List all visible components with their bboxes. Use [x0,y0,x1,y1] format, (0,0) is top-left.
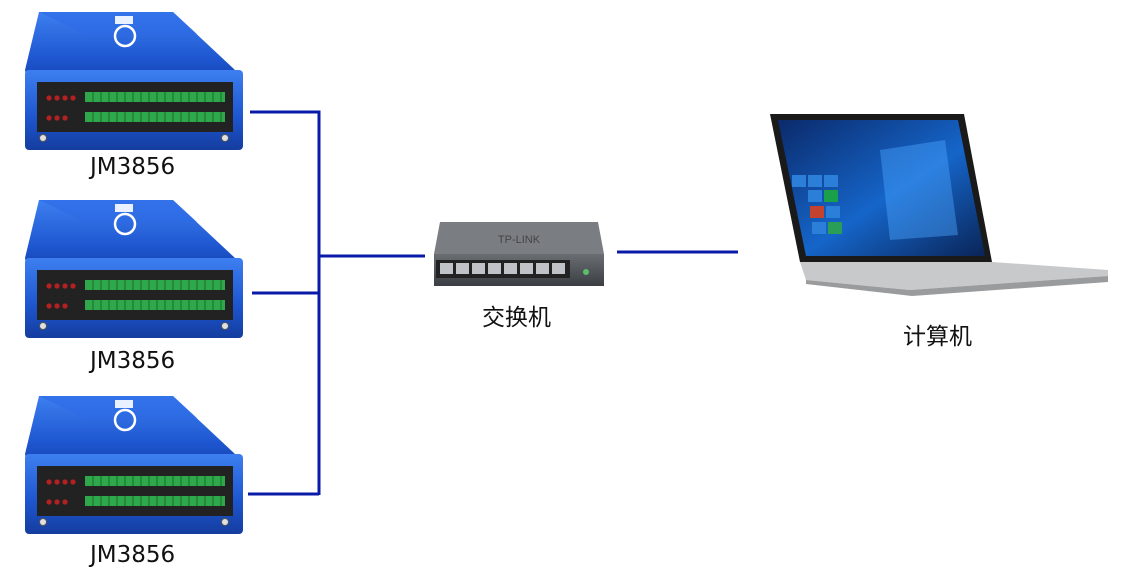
switch-label: 交换机 [482,305,551,331]
device-jm3856-3 [23,394,245,536]
computer-label: 计算机 [903,324,972,350]
laptop-computer [770,114,1108,296]
device-label-1: JM3856 [90,154,176,180]
network-switch: TP-LINK [434,222,604,286]
switch-brand: TP-LINK [498,234,541,246]
connection-lines [248,110,738,496]
device-label-3: JM3856 [90,542,176,568]
device-label-2: JM3856 [90,348,176,374]
device-jm3856-1 [23,10,245,152]
device-jm3856-2 [23,198,245,340]
